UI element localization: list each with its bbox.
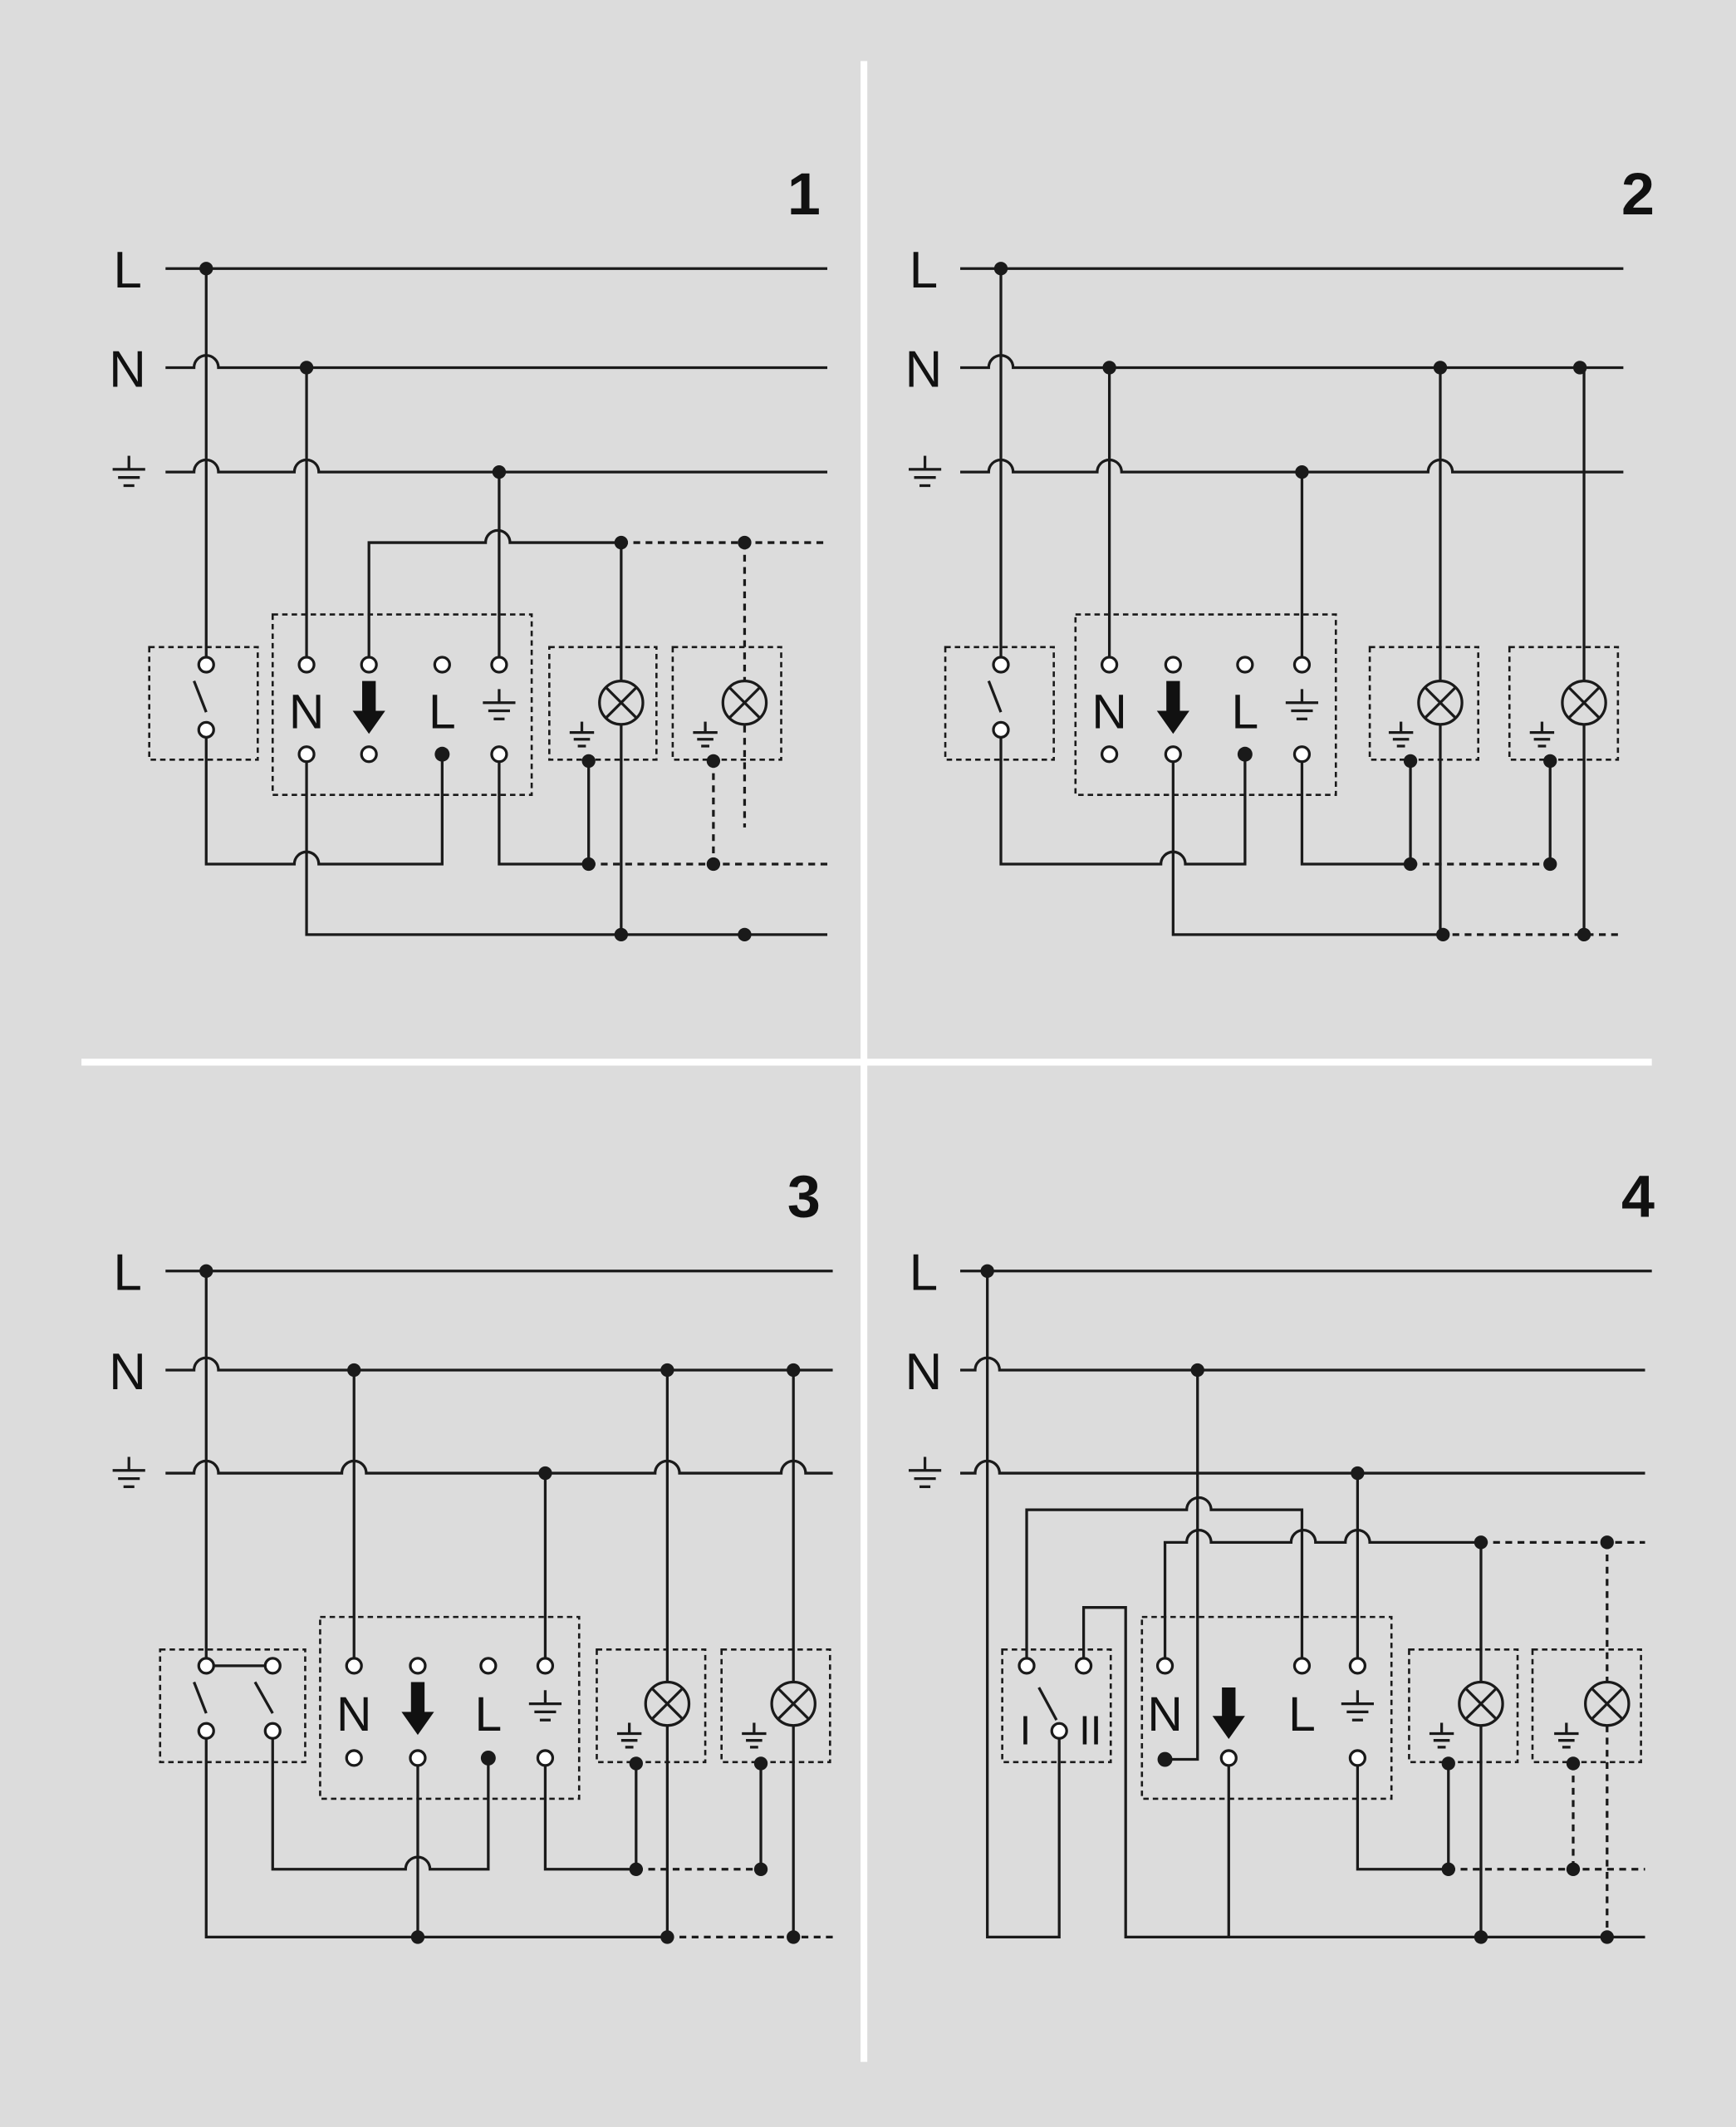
terminal-n-label: N <box>1147 1687 1182 1741</box>
switch-position-2-label: II <box>1079 1709 1101 1754</box>
panel-number: 4 <box>1621 1163 1655 1230</box>
switch-icon <box>987 680 1003 713</box>
lamp-box-3b <box>720 1648 831 1764</box>
lamp-icon <box>1561 679 1607 726</box>
panel-2-terminals <box>992 656 1312 764</box>
panel-3-terminals <box>197 1657 555 1767</box>
panel-4 <box>907 1270 1652 1939</box>
panel-1-nodes <box>199 262 752 942</box>
switch-icon <box>193 1681 208 1714</box>
lamp-icon <box>644 1680 691 1727</box>
down-arrow-icon <box>401 1682 434 1736</box>
lamp-icon <box>770 1680 817 1727</box>
relay-box-4 <box>1140 1615 1393 1800</box>
switch-box-4 <box>1001 1648 1112 1764</box>
label-neutral: N <box>109 1343 146 1401</box>
relay-box-2 <box>1074 613 1337 797</box>
lamp-box-1a <box>548 646 658 761</box>
panel-number: 2 <box>1621 161 1655 228</box>
lamp-box-2a <box>1368 646 1479 761</box>
down-arrow-icon <box>1212 1687 1245 1740</box>
lamp-box-4b <box>1531 1648 1642 1764</box>
label-neutral: N <box>905 341 943 398</box>
panel-4-nodes <box>980 1264 1614 1944</box>
lamp-box-2b <box>1508 646 1620 761</box>
terminal-l-label: L <box>429 685 456 739</box>
switch-box-2 <box>944 646 1055 761</box>
label-line: L <box>113 242 142 299</box>
relay-box-1 <box>271 613 533 797</box>
panel-number: 3 <box>787 1163 821 1230</box>
label-line: L <box>910 1245 938 1302</box>
lamp-icon <box>1584 1680 1631 1727</box>
terminal-n-label: N <box>289 685 324 739</box>
panel-2 <box>907 267 1624 936</box>
lamp-box-3a <box>596 1648 707 1764</box>
switch-icon <box>253 1681 274 1714</box>
down-arrow-icon <box>1156 680 1189 734</box>
panel-1-terminals <box>197 656 508 764</box>
label-line: L <box>910 242 938 299</box>
lamp-icon <box>1458 1680 1504 1727</box>
label-neutral: N <box>109 341 146 398</box>
lamp-box-1b <box>671 646 782 761</box>
lamp-box-4a <box>1408 1648 1519 1764</box>
terminal-l-label: L <box>475 1687 503 1741</box>
panel-3 <box>110 1270 833 1939</box>
panel-number: 1 <box>787 161 821 228</box>
terminal-n-label: N <box>1091 685 1126 739</box>
panel-3-nodes <box>199 1264 801 1944</box>
down-arrow-icon <box>352 680 385 734</box>
switch-box-3 <box>159 1648 306 1764</box>
panel-4-terminals <box>1018 1657 1366 1767</box>
terminal-n-label: N <box>336 1687 371 1741</box>
switch-icon <box>193 680 208 713</box>
terminal-l-label: L <box>1232 685 1259 739</box>
lamp-icon <box>598 679 645 726</box>
relay-box-3 <box>319 1615 581 1800</box>
lamp-icon <box>1417 679 1464 726</box>
panel-2-nodes <box>993 262 1591 942</box>
label-neutral: N <box>905 1343 943 1401</box>
label-line: L <box>113 1245 142 1302</box>
panel-1 <box>110 267 828 936</box>
switch-position-1-label: I <box>1020 1709 1032 1754</box>
switch-icon <box>1037 1687 1058 1721</box>
terminal-l-label: L <box>1288 1687 1316 1741</box>
switch-box-1 <box>148 646 259 761</box>
lamp-icon <box>721 679 768 726</box>
